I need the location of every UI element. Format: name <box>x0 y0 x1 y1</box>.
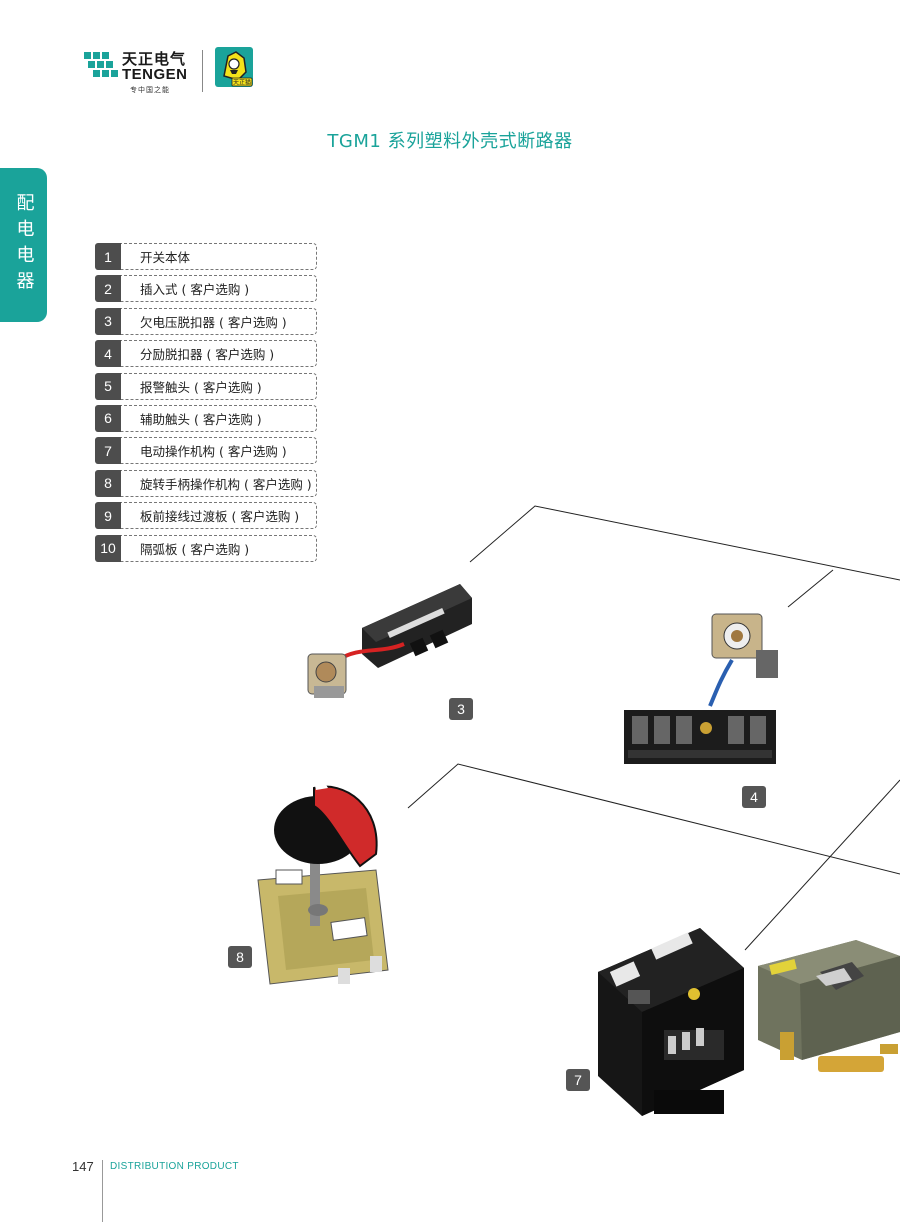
item-label: 板前接线过渡板 ( 客户选购 ) <box>140 509 300 525</box>
item-number: 5 <box>95 372 121 400</box>
list-item: 9 板前接线过渡板 ( 客户选购 ) <box>95 502 317 530</box>
badge-label: 天正猫 <box>233 79 251 87</box>
list-item: 10 隔弧板 ( 客户选购 ) <box>95 534 317 562</box>
item-label: 辅助触头 ( 客户选购 ) <box>140 411 262 427</box>
list-item: 4 分励脱扣器 ( 客户选购 ) <box>95 340 317 368</box>
motor-operator-image <box>598 928 744 1116</box>
list-item: 3 欠电压脱扣器 ( 客户选购 ) <box>95 307 317 335</box>
callout-7: 7 <box>566 1069 590 1091</box>
mascot-badge-icon: 天正猫 <box>215 47 253 87</box>
list-item: 7 电动操作机构 ( 客户选购 ) <box>95 437 317 465</box>
callout-4: 4 <box>742 786 766 808</box>
item-label: 开关本体 <box>140 250 191 265</box>
brand-name-cn: 天正电气 <box>122 50 187 68</box>
item-number: 9 <box>95 502 121 530</box>
list-item: 5 报警触头 ( 客户选购 ) <box>95 372 317 400</box>
brand-logo: 天正电气 TENGEN 专中国之能 天正猫 <box>84 46 274 98</box>
item-label: 电动操作机构 ( 客户选购 ) <box>140 444 287 460</box>
footer-section-label: DISTRIBUTION PRODUCT <box>110 1161 239 1172</box>
shunt-release-image <box>624 613 778 764</box>
item-label: 欠电压脱扣器 ( 客户选购 ) <box>140 314 287 330</box>
item-label: 隔弧板 ( 客户选购 ) <box>140 541 250 557</box>
footer-divider <box>102 1160 103 1222</box>
callout-8: 8 <box>228 946 252 968</box>
rotary-handle-image <box>257 778 389 985</box>
callout-3: 3 <box>449 698 473 720</box>
logo-divider <box>202 50 203 92</box>
item-number: 6 <box>95 404 121 432</box>
list-item: 1 开关本体 <box>95 243 317 270</box>
page-title: TGM1 系列塑料外壳式断路器 <box>327 131 573 152</box>
list-item: 2 插入式 ( 客户选购 ) <box>95 275 317 303</box>
item-number: 1 <box>95 243 121 270</box>
brand-slogan: 专中国之能 <box>130 86 170 94</box>
list-item: 6 辅助触头 ( 客户选购 ) <box>95 404 317 432</box>
item-label: 报警触头 ( 客户选购 ) <box>140 379 262 395</box>
item-number: 7 <box>95 437 121 465</box>
item-number: 2 <box>95 275 121 303</box>
item-number: 8 <box>95 469 121 497</box>
terminal-board-image <box>758 940 900 1072</box>
item-label: 旋转手柄操作机构 ( 客户选购 ) <box>140 476 312 492</box>
page-number: 147 <box>72 1159 94 1174</box>
parts-list: 1 开关本体 2 插入式 ( 客户选购 ) 3 欠电压脱扣器 ( 客户选购 ) 4 分励… <box>95 243 317 567</box>
item-number: 10 <box>95 534 121 562</box>
item-label: 分励脱扣器 ( 客户选购 ) <box>140 347 275 363</box>
section-tab-label: 配电电器 <box>13 193 35 297</box>
section-tab[interactable]: 配电电器 <box>0 168 47 322</box>
list-item: 8 旋转手柄操作机构 ( 客户选购 ) <box>95 469 317 497</box>
item-number: 3 <box>95 307 121 335</box>
item-number: 4 <box>95 340 121 368</box>
brand-name-en: TENGEN <box>122 66 188 83</box>
item-label: 插入式 ( 客户选购 ) <box>140 282 250 298</box>
undervoltage-release-image <box>307 584 472 698</box>
tengen-logo-icon <box>84 52 118 77</box>
